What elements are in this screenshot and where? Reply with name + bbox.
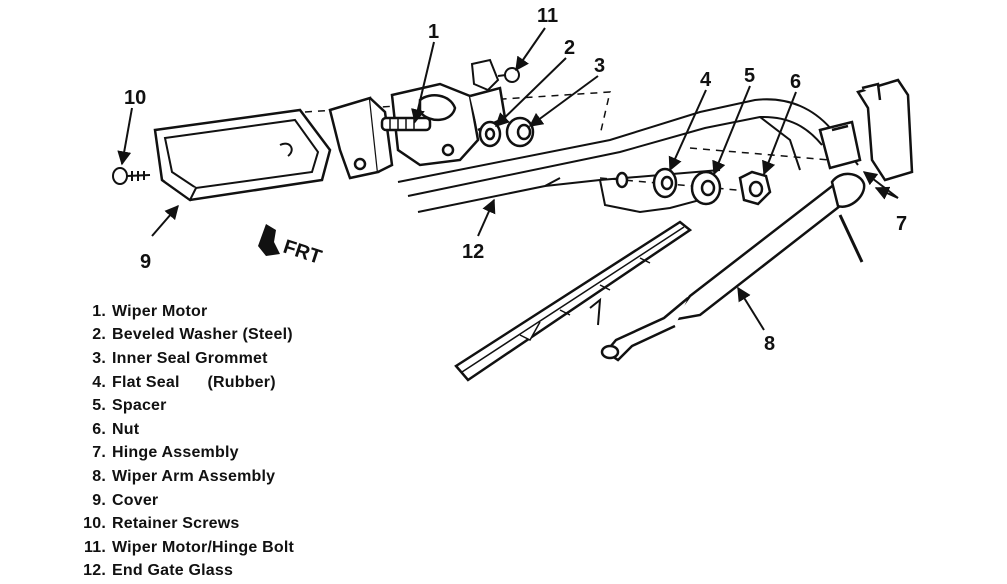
callout-12: 12 bbox=[462, 241, 484, 263]
legend-label: Wiper Motor bbox=[112, 302, 208, 320]
flat-seal bbox=[615, 167, 678, 199]
callout-1: 1 bbox=[428, 21, 439, 43]
legend-number: 10. bbox=[83, 515, 106, 533]
legend-item: 3. Inner Seal Grommet bbox=[62, 347, 294, 371]
legend-number: 7. bbox=[92, 444, 106, 462]
spacer bbox=[690, 170, 722, 206]
legend-item: 11. Wiper Motor/Hinge Bolt bbox=[62, 536, 294, 560]
parts-legend: 1. Wiper Motor 2. Beveled Washer (Steel) 3… bbox=[62, 300, 294, 583]
legend-number: 4. bbox=[92, 373, 106, 391]
legend-label: Flat Seal (Rubber) bbox=[112, 373, 276, 391]
callout-6: 6 bbox=[790, 71, 801, 93]
nut bbox=[738, 170, 772, 206]
legend-number: 5. bbox=[92, 397, 106, 415]
legend-label: Retainer Screws bbox=[112, 515, 240, 533]
legend-number: 9. bbox=[92, 491, 106, 509]
callout-2: 2 bbox=[564, 37, 575, 59]
callout-9: 9 bbox=[140, 251, 151, 273]
callout-3: 3 bbox=[594, 55, 605, 77]
legend-number: 3. bbox=[92, 349, 106, 367]
legend-number: 6. bbox=[92, 420, 106, 438]
legend-label: Nut bbox=[112, 420, 140, 438]
legend-number: 12. bbox=[83, 562, 106, 580]
legend-item: 8. Wiper Arm Assembly bbox=[62, 465, 294, 489]
callout-numbers: 1 11 2 3 4 5 6 7 8 9 10 12 bbox=[124, 5, 907, 355]
wiper-arm-assembly bbox=[600, 172, 866, 362]
inner-seal-grommet bbox=[505, 116, 535, 148]
legend-label: Wiper Motor/Hinge Bolt bbox=[112, 538, 295, 556]
legend-label: Beveled Washer (Steel) bbox=[112, 326, 293, 344]
legend-label: Cover bbox=[112, 491, 159, 509]
legend-label: Hinge Assembly bbox=[112, 444, 239, 462]
callout-7: 7 bbox=[896, 213, 907, 235]
legend-item: 4. Flat Seal (Rubber) bbox=[62, 371, 294, 395]
callout-11: 11 bbox=[537, 5, 558, 27]
legend-number: 1. bbox=[92, 302, 106, 320]
front-arrow-icon bbox=[258, 224, 280, 256]
legend-item: 1. Wiper Motor bbox=[62, 300, 294, 324]
legend-label: End Gate Glass bbox=[112, 562, 234, 580]
cover bbox=[153, 108, 332, 202]
hinge-bolt bbox=[470, 58, 520, 92]
legend-item: 7. Hinge Assembly bbox=[62, 442, 294, 466]
legend-number: 8. bbox=[92, 467, 106, 485]
legend-item: 6. Nut bbox=[62, 418, 294, 442]
leader-lines bbox=[117, 27, 899, 331]
legend-item: 5. Spacer bbox=[62, 394, 294, 418]
wiper-motor bbox=[328, 82, 507, 180]
front-orientation-indicator: FRT bbox=[258, 224, 324, 269]
beveled-washer bbox=[478, 120, 502, 148]
legend-item: 12. End Gate Glass bbox=[62, 560, 294, 584]
retainer-screw bbox=[112, 167, 151, 185]
legend-number: 2. bbox=[92, 326, 106, 344]
legend-number: 11. bbox=[84, 538, 106, 556]
legend-label: Wiper Arm Assembly bbox=[112, 467, 276, 485]
legend-item: 9. Cover bbox=[62, 489, 294, 513]
legend-item: 2. Beveled Washer (Steel) bbox=[62, 324, 294, 348]
callout-10: 10 bbox=[124, 87, 146, 109]
front-label: FRT bbox=[280, 236, 324, 269]
callout-5: 5 bbox=[744, 65, 755, 87]
legend-label: Spacer bbox=[112, 397, 167, 415]
legend-label: Inner Seal Grommet bbox=[112, 349, 268, 367]
hinge-assembly bbox=[818, 78, 914, 182]
legend-item: 10. Retainer Screws bbox=[62, 512, 294, 536]
callout-8: 8 bbox=[764, 333, 775, 355]
callout-4: 4 bbox=[700, 69, 712, 91]
wiper-blade bbox=[454, 220, 693, 382]
